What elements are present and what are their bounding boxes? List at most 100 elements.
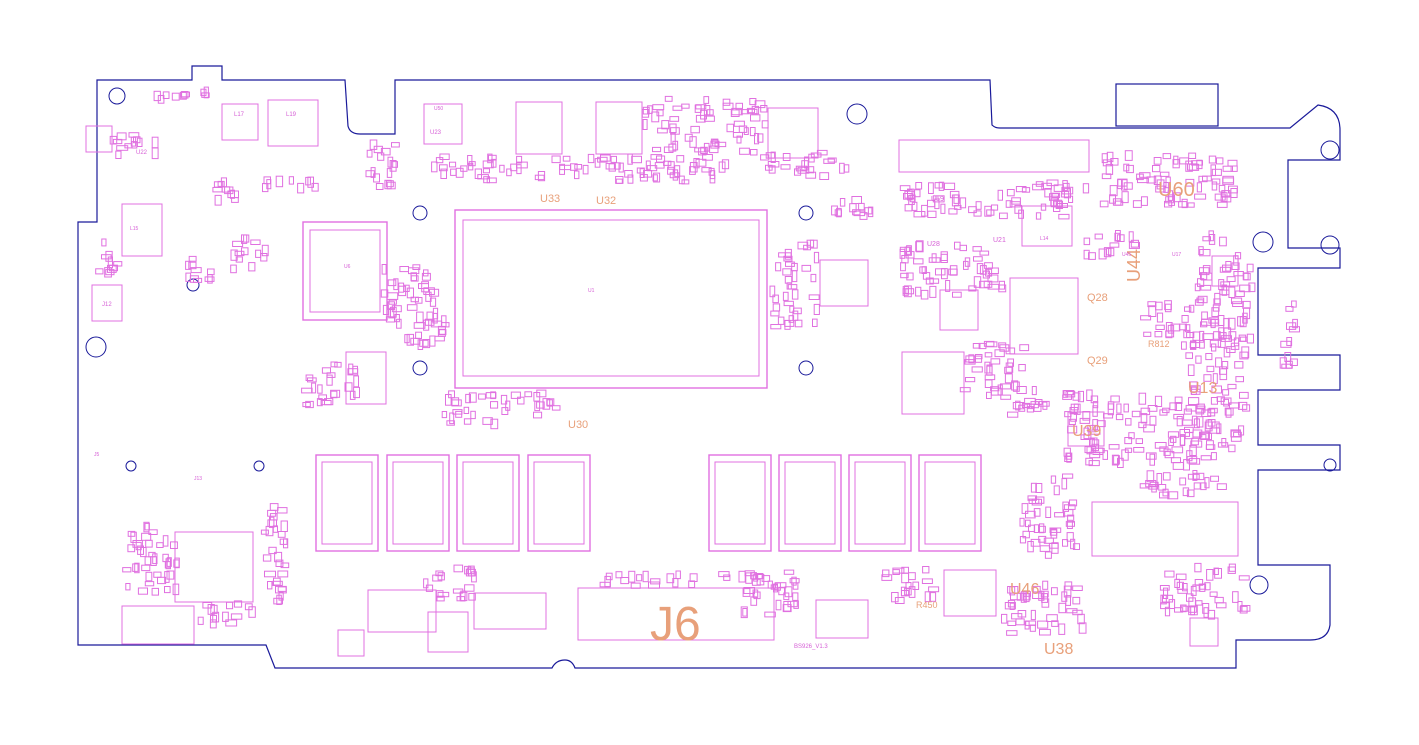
passive-component — [1064, 581, 1073, 591]
passive-component — [1033, 508, 1041, 517]
hole — [412, 360, 428, 376]
passive-component — [1199, 267, 1210, 276]
passive-component — [1041, 598, 1050, 608]
passive-component — [965, 377, 976, 383]
passive-component — [788, 315, 795, 323]
passive-component — [153, 571, 162, 578]
passive-component — [938, 181, 945, 191]
passive-component — [770, 310, 780, 317]
passive-component — [784, 320, 791, 330]
passive-component — [230, 613, 243, 620]
passive-component — [709, 170, 716, 180]
passive-component — [197, 616, 204, 625]
chip-u5 — [174, 531, 254, 603]
passive-component — [901, 590, 910, 597]
passive-component — [389, 160, 397, 172]
passive-component — [1188, 304, 1195, 313]
passive-component — [908, 572, 916, 581]
passive-component — [704, 115, 715, 122]
passive-component — [248, 262, 256, 272]
passive-component — [735, 102, 743, 111]
passive-component — [1154, 395, 1163, 407]
passive-component — [499, 164, 505, 173]
passive-component — [1083, 237, 1091, 246]
passive-component — [1159, 585, 1170, 591]
passive-component — [1183, 329, 1191, 339]
passive-component — [1030, 609, 1036, 621]
passive-component — [468, 392, 477, 403]
passive-component — [743, 127, 749, 135]
passive-component — [1168, 194, 1176, 206]
passive-component — [1182, 487, 1190, 497]
passive-component — [1048, 543, 1059, 549]
chip-u8 — [939, 289, 979, 331]
passive-component — [1147, 301, 1157, 308]
passive-component — [1205, 353, 1213, 361]
passive-component — [414, 297, 423, 304]
passive-component — [892, 569, 900, 575]
passive-component — [1188, 163, 1200, 171]
passive-component — [1238, 425, 1245, 436]
passive-component — [412, 264, 421, 270]
passive-component — [500, 394, 508, 405]
passive-component — [399, 266, 409, 273]
passive-component — [809, 239, 818, 249]
passive-component — [1286, 322, 1297, 330]
passive-component — [1214, 292, 1221, 305]
passive-component — [207, 268, 215, 276]
passive-component — [467, 155, 473, 166]
passive-component — [277, 570, 289, 578]
passive-component — [1292, 318, 1298, 329]
passive-component — [1242, 312, 1248, 324]
passive-component — [1280, 340, 1292, 348]
passive-component — [620, 577, 630, 585]
passive-component — [1208, 317, 1220, 324]
passive-component — [302, 402, 311, 408]
passive-component — [156, 542, 164, 549]
passive-component — [305, 400, 314, 409]
passive-component — [1200, 482, 1207, 491]
passive-component — [652, 104, 665, 111]
passive-component — [968, 285, 977, 292]
passive-component — [441, 315, 447, 328]
passive-component — [210, 614, 217, 623]
passive-component — [689, 573, 698, 582]
passive-component — [791, 270, 798, 283]
chip-u3 — [901, 351, 965, 415]
passive-component — [1188, 152, 1197, 160]
passive-component — [1028, 498, 1040, 505]
passive-component — [736, 135, 742, 144]
cpu-soc-inner — [462, 219, 760, 377]
passive-component — [1153, 175, 1162, 185]
passive-component — [710, 140, 720, 149]
passive-component — [101, 238, 107, 247]
passive-component — [849, 203, 857, 213]
passive-component — [1046, 179, 1059, 187]
passive-component — [777, 316, 785, 325]
passive-component — [1070, 538, 1076, 550]
passive-component — [748, 108, 758, 115]
passive-component — [107, 256, 114, 269]
passive-component — [132, 563, 139, 572]
passive-component — [642, 106, 650, 115]
inductor — [515, 101, 563, 155]
passive-component — [701, 167, 712, 173]
passive-component — [1214, 596, 1224, 604]
passive-component — [1029, 624, 1036, 632]
passive-component — [1117, 457, 1124, 468]
passive-component — [1079, 417, 1091, 424]
passive-component — [1210, 164, 1216, 177]
passive-component — [1155, 185, 1166, 193]
passive-component — [906, 245, 912, 256]
passive-component — [430, 320, 443, 328]
passive-component — [200, 88, 207, 97]
passive-component — [1124, 437, 1133, 445]
passive-component — [1103, 247, 1112, 258]
passive-component — [1103, 413, 1114, 419]
passive-component — [913, 258, 924, 265]
passive-component — [645, 160, 651, 170]
passive-component — [288, 176, 294, 185]
passive-component — [792, 582, 799, 590]
passive-component — [928, 182, 934, 195]
passive-component — [1167, 491, 1179, 500]
